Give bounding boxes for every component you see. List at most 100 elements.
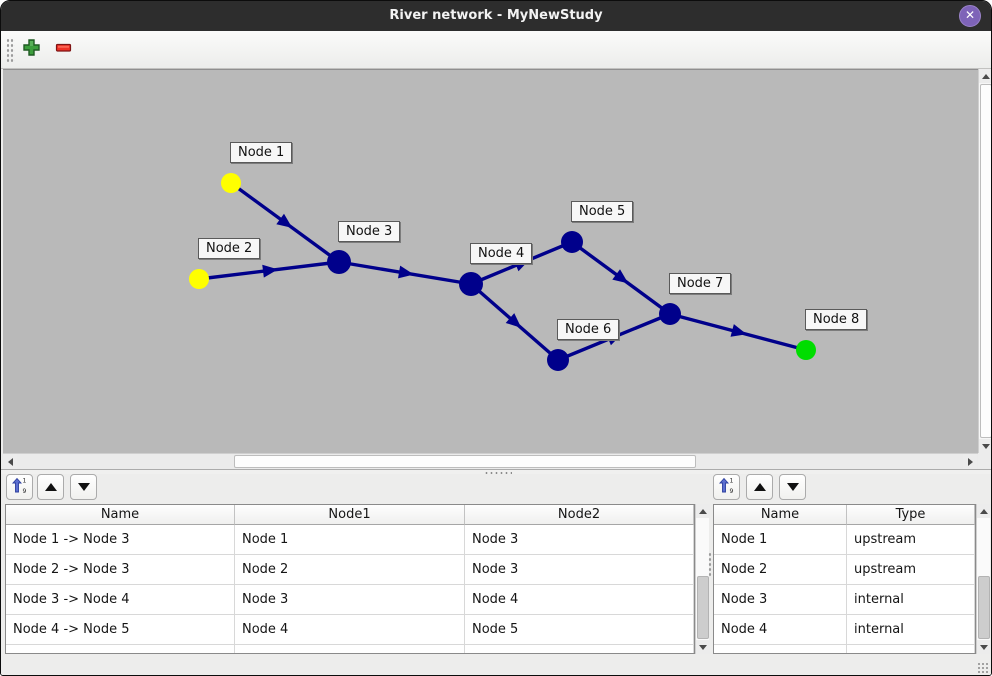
sort-ascending-icon: 1 9 xyxy=(11,477,28,498)
horizontal-splitter[interactable] xyxy=(1,469,991,475)
vertical-scroll-thumb[interactable] xyxy=(978,576,990,639)
table-cell[interactable]: Node 1 xyxy=(235,525,465,555)
titlebar[interactable]: River network - MyNewStudy ✕ xyxy=(1,1,991,31)
close-button[interactable]: ✕ xyxy=(959,5,981,27)
table-cell[interactable]: Node 4 -> Node 5 xyxy=(6,615,235,645)
table-cell[interactable]: Node 4 xyxy=(235,615,465,645)
left-arrow-icon xyxy=(7,457,13,466)
scroll-up-button[interactable] xyxy=(696,504,710,518)
nodes-move-down-button[interactable] xyxy=(779,474,806,500)
up-arrow-icon xyxy=(980,508,988,514)
svg-text:1: 1 xyxy=(730,477,734,484)
node-node-1[interactable] xyxy=(221,173,241,193)
table-cell[interactable]: Node 3 xyxy=(465,525,694,555)
table-cell[interactable]: internal xyxy=(847,585,975,615)
table-cell[interactable]: Node 2 xyxy=(714,555,847,585)
node-node-5[interactable] xyxy=(561,231,583,253)
table-cell[interactable]: upstream xyxy=(847,525,975,555)
table-cell[interactable]: Node 2 -> Node 3 xyxy=(6,555,235,585)
links-move-down-button[interactable] xyxy=(70,474,97,500)
table-cell[interactable]: Node 1 xyxy=(714,525,847,555)
canvas-vertical-scrollbar[interactable] xyxy=(978,69,991,453)
table-row-partial xyxy=(6,645,694,653)
table-cell[interactable]: upstream xyxy=(847,555,975,585)
column-header[interactable]: Node2 xyxy=(465,505,694,525)
table-cell[interactable]: Node 3 xyxy=(714,585,847,615)
scroll-right-button[interactable] xyxy=(963,454,977,469)
node-node-7[interactable] xyxy=(659,303,681,325)
table-cell[interactable]: Node 5 xyxy=(465,615,694,645)
table-cell[interactable]: Node 3 xyxy=(235,585,465,615)
node-node-4[interactable] xyxy=(459,272,483,296)
node-label-node-1[interactable]: Node 1 xyxy=(230,142,293,163)
scroll-up-button[interactable] xyxy=(977,504,991,518)
column-header[interactable]: Type xyxy=(847,505,975,525)
horizontal-scroll-thumb[interactable] xyxy=(234,455,696,468)
toolbar xyxy=(1,31,991,69)
nodes-sort-button[interactable]: 1 9 xyxy=(713,474,740,500)
table-cell[interactable]: Node 3 xyxy=(465,555,694,585)
node-label-node-5[interactable]: Node 5 xyxy=(571,201,634,222)
links-sort-button[interactable]: 1 9 xyxy=(6,474,33,500)
green-plus-icon xyxy=(22,38,41,61)
table-cell[interactable]: Node 1 -> Node 3 xyxy=(6,525,235,555)
scroll-up-button[interactable] xyxy=(979,69,991,83)
node-label-node-4[interactable]: Node 4 xyxy=(470,243,533,264)
flow-direction-arrow-icon xyxy=(730,324,747,337)
node-node-8[interactable] xyxy=(796,340,816,360)
add-link-button[interactable] xyxy=(20,38,42,60)
column-header[interactable]: Name xyxy=(714,505,847,525)
table-cell[interactable]: internal xyxy=(847,615,975,645)
table-splitter-grip[interactable] xyxy=(708,552,713,576)
node-node-6[interactable] xyxy=(547,349,569,371)
scroll-down-button[interactable] xyxy=(696,640,710,654)
column-header[interactable]: Name xyxy=(6,505,235,525)
links-table-scrollbar[interactable] xyxy=(695,504,710,654)
vertical-scroll-thumb[interactable] xyxy=(980,84,991,438)
node-label-node-6[interactable]: Node 6 xyxy=(557,319,620,340)
canvas-horizontal-scrollbar[interactable] xyxy=(3,453,978,469)
remove-link-button[interactable] xyxy=(52,38,74,60)
links-move-up-button[interactable] xyxy=(37,474,64,500)
right-arrow-icon xyxy=(967,457,973,466)
node-label-node-8[interactable]: Node 8 xyxy=(805,309,868,330)
nodes-table-scrollbar[interactable] xyxy=(976,504,991,654)
up-arrow-icon xyxy=(982,73,990,79)
flow-direction-arrow-icon xyxy=(276,213,293,228)
node-label-node-7[interactable]: Node 7 xyxy=(669,273,732,294)
nodes-move-up-button[interactable] xyxy=(746,474,773,500)
scroll-down-button[interactable] xyxy=(979,439,991,453)
table-cell[interactable]: Node 3 -> Node 4 xyxy=(6,585,235,615)
scroll-left-button[interactable] xyxy=(3,454,17,469)
flow-direction-arrow-icon xyxy=(262,264,278,278)
table-cell[interactable]: Node 4 xyxy=(465,585,694,615)
table-cell[interactable]: Node 4 xyxy=(714,615,847,645)
node-node-3[interactable] xyxy=(327,250,351,274)
table-cell[interactable]: Node 2 xyxy=(235,555,465,585)
table-cell xyxy=(6,645,235,653)
node-node-2[interactable] xyxy=(189,269,209,289)
table-row-partial xyxy=(714,645,975,653)
scroll-down-button[interactable] xyxy=(977,640,991,654)
column-header[interactable]: Node1 xyxy=(235,505,465,525)
vertical-scroll-thumb[interactable] xyxy=(697,576,709,639)
sort-ascending-icon: 1 9 xyxy=(718,477,735,498)
window-resize-grip[interactable] xyxy=(977,662,989,673)
table-cell xyxy=(714,645,847,653)
table-cell xyxy=(235,645,465,653)
up-arrow-icon xyxy=(753,483,766,491)
node-label-node-3[interactable]: Node 3 xyxy=(338,221,401,242)
node-label-node-2[interactable]: Node 2 xyxy=(198,238,261,259)
network-canvas[interactable]: Node 1 Node 2 Node 3 Node 4 Node 5 Node 6 Node… xyxy=(3,69,978,453)
toolbar-drag-handle[interactable] xyxy=(6,38,15,62)
